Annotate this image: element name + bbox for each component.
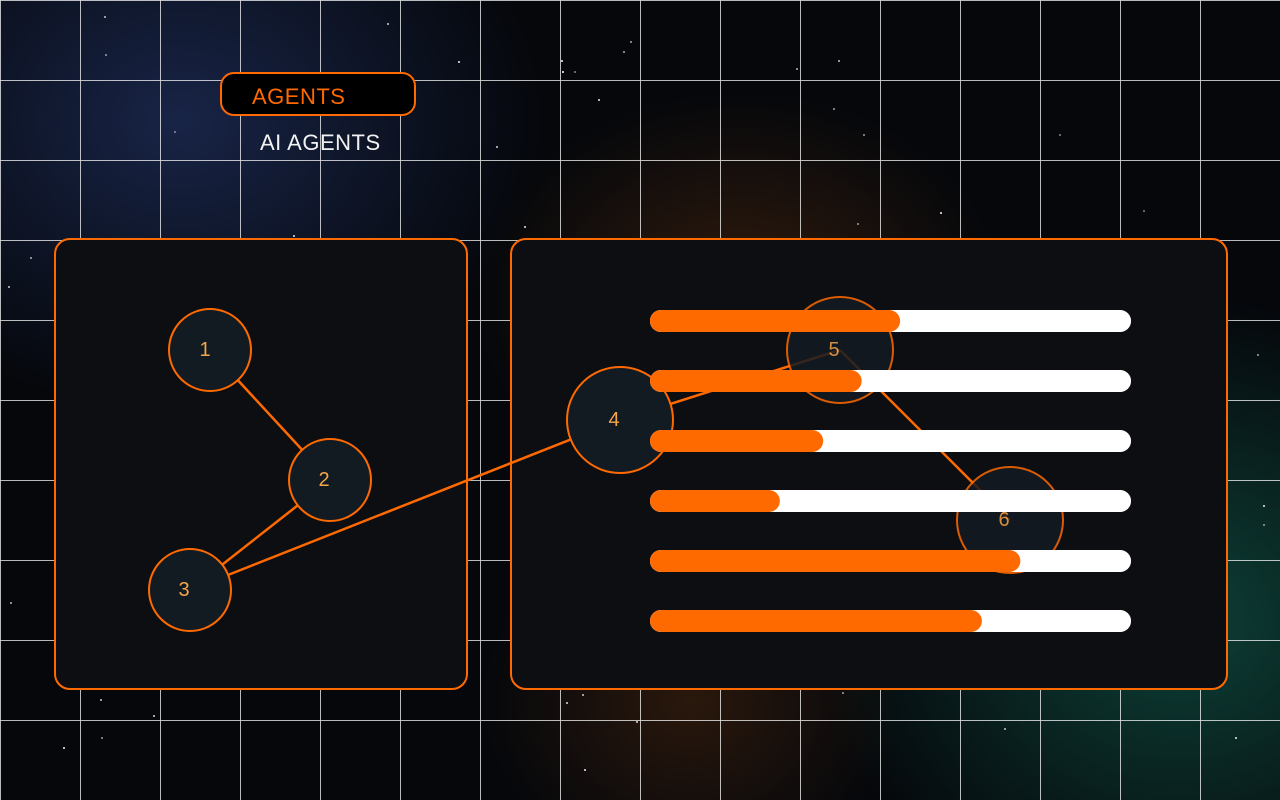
star — [561, 60, 563, 62]
star — [833, 108, 835, 110]
star — [1257, 354, 1259, 356]
star — [1004, 728, 1006, 730]
agent-node-label: 3 — [178, 579, 189, 601]
agent-node-label: 5 — [828, 339, 839, 361]
star — [566, 702, 568, 704]
progress-bar-1 — [650, 310, 1131, 332]
star — [857, 223, 859, 225]
star — [630, 41, 632, 43]
agent-node-label: 2 — [318, 469, 329, 491]
star — [153, 715, 155, 717]
star — [293, 235, 295, 237]
star — [838, 60, 840, 62]
agent-node-label: 6 — [998, 509, 1009, 531]
left-panel — [54, 238, 468, 690]
progress-fill — [650, 490, 780, 512]
star — [598, 99, 600, 101]
progress-fill — [650, 550, 1021, 572]
agent-node-label: 1 — [199, 339, 210, 361]
star — [1143, 210, 1145, 212]
star — [458, 61, 460, 63]
progress-bar-6 — [650, 610, 1131, 632]
star — [562, 71, 564, 73]
agent-node-label: 4 — [608, 409, 619, 431]
star — [584, 769, 586, 771]
star — [10, 602, 12, 604]
star — [387, 23, 389, 25]
star — [496, 146, 498, 148]
star — [63, 747, 65, 749]
star — [104, 16, 106, 18]
agents-tag-label: AGENTS — [252, 84, 346, 109]
star — [524, 226, 526, 228]
star — [1059, 134, 1061, 136]
page-subtitle: AI AGENTS — [260, 130, 381, 155]
star — [940, 212, 942, 214]
agent-node-4[interactable]: 4 — [566, 366, 674, 474]
star — [101, 737, 103, 739]
progress-fill — [650, 610, 982, 632]
star — [582, 694, 584, 696]
star — [796, 68, 798, 70]
agent-node-6[interactable]: 6 — [956, 466, 1064, 574]
star — [623, 51, 625, 53]
star — [1263, 524, 1265, 526]
star — [842, 692, 844, 694]
agent-node-2[interactable]: 2 — [288, 438, 372, 522]
agents-tag[interactable]: AGENTS — [220, 72, 416, 116]
star — [8, 286, 10, 288]
progress-bar-2 — [650, 370, 1131, 392]
progress-fill — [650, 430, 824, 452]
star — [1263, 505, 1265, 507]
progress-bar-5 — [650, 550, 1131, 572]
star — [574, 71, 576, 73]
agent-node-1[interactable]: 1 — [168, 308, 252, 392]
star — [863, 134, 865, 136]
star — [636, 721, 638, 723]
agent-node-5[interactable]: 5 — [786, 296, 894, 404]
star — [30, 257, 32, 259]
star — [100, 699, 102, 701]
progress-bar-3 — [650, 430, 1131, 452]
star — [1235, 737, 1237, 739]
star — [174, 131, 176, 133]
star — [105, 54, 107, 56]
agent-node-3[interactable]: 3 — [148, 548, 232, 632]
